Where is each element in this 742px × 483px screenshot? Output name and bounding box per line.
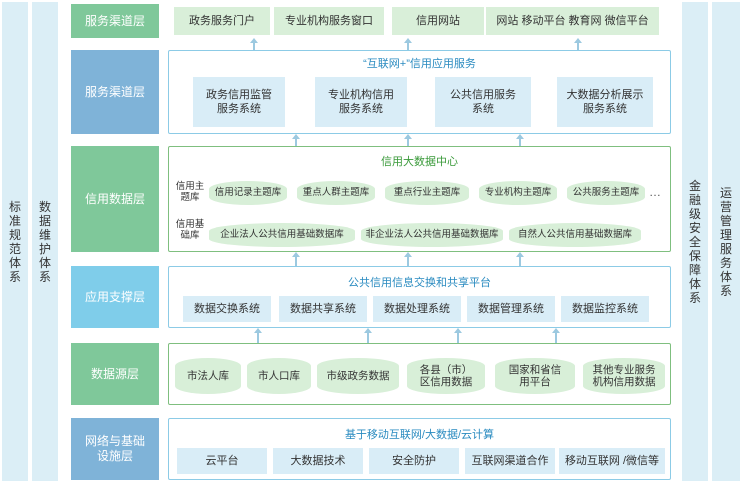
bigdata-center-panel: 信用大数据中心 信用主题库 信用基础库 信用记录主题库 重点人群主题库 重点行业… bbox=[168, 146, 671, 252]
internet-channel-cooperation: 互联网渠道合作 bbox=[465, 448, 555, 474]
security-column: 金融级安全保障体系 bbox=[682, 2, 708, 481]
topic-db-key-industry: 重点行业主题库 bbox=[385, 181, 469, 205]
layer-label-3: 信用数据层 bbox=[71, 146, 159, 252]
operations-label: 运营管理服务体系 bbox=[719, 185, 732, 298]
bigdata-center-title: 信用大数据中心 bbox=[381, 156, 458, 168]
source-county-credit-data: 各县（市）区信用数据 bbox=[407, 358, 485, 394]
data-monitoring-system: 数据监控系统 bbox=[561, 296, 649, 322]
topic-db-key-people: 重点人群主题库 bbox=[297, 181, 375, 205]
web-mobile-channels: 网站 移动平台 教育网 微信平台 bbox=[486, 7, 659, 35]
arrow-up bbox=[516, 134, 524, 146]
layer-label-6: 网络与基础设施层 bbox=[71, 418, 159, 480]
exchange-platform-title: 公共信用信息交换和共享平台 bbox=[348, 277, 491, 289]
arrow-up bbox=[574, 38, 582, 50]
agency-credit-system: 专业机构信用服务系统 bbox=[315, 77, 407, 127]
layer-label-4: 应用支撑层 bbox=[71, 266, 159, 328]
standards-label: 标准规范体系 bbox=[8, 199, 21, 284]
arrow-up bbox=[292, 134, 300, 146]
layer-label-5: 数据源层 bbox=[71, 343, 159, 405]
more-topics-ellipsis: … bbox=[649, 185, 661, 199]
source-population-db: 市人口库 bbox=[247, 358, 311, 394]
public-credit-system: 公共信用服务系统 bbox=[435, 77, 531, 127]
arrow-up bbox=[404, 252, 412, 266]
data-management-system: 数据管理系统 bbox=[467, 296, 555, 322]
cloud-platform: 云平台 bbox=[177, 448, 267, 474]
data-processing-system: 数据处理系统 bbox=[373, 296, 461, 322]
infrastructure-title: 基于移动互联网/大数据/云计算 bbox=[344, 429, 495, 441]
base-db-enterprise: 企业法人公共信用基础数据库 bbox=[209, 223, 355, 247]
standards-column: 标准规范体系 bbox=[2, 2, 28, 481]
credit-website: 信用网站 bbox=[392, 7, 484, 35]
gov-portal: 政务服务门户 bbox=[174, 7, 270, 35]
source-national-provincial-platform: 国家和省信用平台 bbox=[495, 358, 575, 394]
arrow-up bbox=[364, 328, 372, 343]
source-gov-data: 市级政务数据 bbox=[317, 358, 399, 394]
operations-column: 运营管理服务体系 bbox=[712, 2, 740, 481]
internet-plus-title: “互联网+”信用应用服务 bbox=[363, 58, 476, 70]
data-maintenance-column: 数据维护体系 bbox=[32, 2, 58, 481]
arrow-up bbox=[454, 328, 462, 343]
exchange-platform-panel: 公共信用信息交换和共享平台 数据交换系统 数据共享系统 数据处理系统 数据管理系… bbox=[168, 266, 671, 328]
arrow-up bbox=[292, 252, 300, 266]
arrow-up bbox=[404, 38, 412, 50]
arrow-up bbox=[254, 328, 262, 343]
security-protection: 安全防护 bbox=[369, 448, 459, 474]
gov-supervision-system: 政务信用监管服务系统 bbox=[193, 77, 285, 127]
topic-db-label: 信用主题库 bbox=[175, 181, 205, 203]
infrastructure-panel: 基于移动互联网/大数据/云计算 云平台 大数据技术 安全防护 互联网渠道合作 移… bbox=[168, 418, 671, 480]
security-label: 金融级安全保障体系 bbox=[688, 178, 701, 305]
arrow-up bbox=[404, 134, 412, 146]
base-db-label: 信用基础库 bbox=[175, 219, 205, 241]
topic-db-public-service: 公共服务主题库 bbox=[567, 181, 645, 205]
data-source-panel: 市法人库 市人口库 市级政务数据 各县（市）区信用数据 国家和省信用平台 其他专… bbox=[168, 343, 671, 405]
data-exchange-system: 数据交换系统 bbox=[183, 296, 271, 322]
layer-label-2: 服务渠道层 bbox=[71, 50, 159, 134]
arrow-up bbox=[250, 38, 258, 50]
base-db-non-enterprise: 非企业法人公共信用基础数据库 bbox=[361, 223, 503, 247]
mobile-internet-wechat: 移动互联网 /微信等 bbox=[559, 448, 665, 474]
source-legal-person-db: 市法人库 bbox=[175, 358, 241, 394]
internet-plus-panel: “互联网+”信用应用服务 政务信用监管服务系统 专业机构信用服务系统 公共信用服… bbox=[168, 50, 671, 134]
topic-db-credit-record: 信用记录主题库 bbox=[209, 181, 287, 205]
base-db-natural-person: 自然人公共信用基础数据库 bbox=[509, 223, 641, 247]
topic-db-agency: 专业机构主题库 bbox=[479, 181, 557, 205]
bigdata-technology: 大数据技术 bbox=[273, 448, 363, 474]
layer-label-1: 服务渠道层 bbox=[71, 4, 159, 38]
arrow-up bbox=[552, 328, 560, 343]
arrow-up bbox=[516, 252, 524, 266]
agency-window: 专业机构服务窗口 bbox=[274, 7, 384, 35]
data-sharing-system: 数据共享系统 bbox=[279, 296, 367, 322]
channel-panel: 政务服务门户 专业机构服务窗口 信用网站 网站 移动平台 教育网 微信平台 bbox=[168, 4, 671, 38]
bigdata-display-system: 大数据分析展示服务系统 bbox=[557, 77, 653, 127]
source-other-agency-data: 其他专业服务机构信用数据 bbox=[583, 358, 665, 394]
data-maintenance-label: 数据维护体系 bbox=[38, 199, 51, 284]
